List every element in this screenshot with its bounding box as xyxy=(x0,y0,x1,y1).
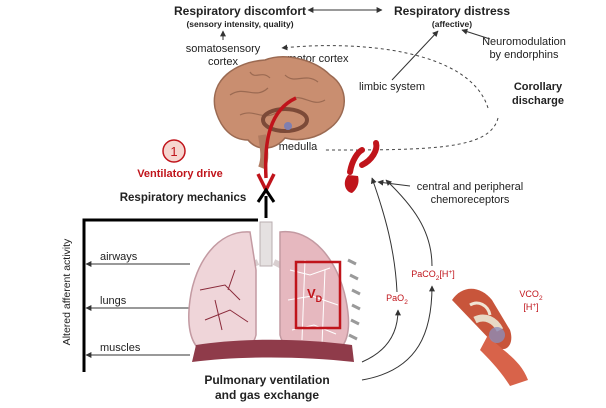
somatosensory-label-2: cortex xyxy=(208,56,238,68)
pao2-arrow xyxy=(361,309,401,363)
discomfort-title: Respiratory discomfort xyxy=(174,4,306,18)
neuromodulation-label-2: by endorphins xyxy=(489,49,559,61)
airways-label: airways xyxy=(100,251,138,263)
gas-exchange-label: and gas exchange xyxy=(215,388,319,402)
neuromod-arrow xyxy=(461,28,491,40)
drive-number-badge xyxy=(162,139,186,163)
pao2-to-chemo-arrow xyxy=(370,177,398,293)
medulla-label: medulla xyxy=(279,141,318,153)
chemoreceptors-label: central and peripheral xyxy=(417,181,523,193)
diaphragm xyxy=(192,339,354,362)
lungs-icon xyxy=(188,221,361,358)
neuromodulation-label: Neuromodulation xyxy=(482,36,566,48)
corollary-dashed-bottom xyxy=(324,117,499,151)
corollary-label-2: discharge xyxy=(512,95,564,107)
heart-aorta-icon xyxy=(344,140,380,193)
muscles-label: muscles xyxy=(100,342,141,354)
paco2-to-chemo-arrow xyxy=(385,179,433,267)
respiratory-mechanics-label: Respiratory mechanics xyxy=(120,192,247,204)
limbic-arrow xyxy=(391,30,439,81)
afferent-bracket xyxy=(82,218,258,372)
dead-space-label: VD xyxy=(307,286,323,304)
drive-number: 1 xyxy=(170,144,177,159)
dead-space-box xyxy=(294,260,342,330)
h-ion-label: [H+] xyxy=(523,302,538,312)
pulmonary-ventilation-label: Pulmonary ventilation xyxy=(204,373,329,387)
knee-muscle-icon xyxy=(452,288,528,386)
brain-icon xyxy=(213,56,345,170)
limbic-system-label: limbic system xyxy=(359,81,425,93)
corollary-label: Corollary xyxy=(514,81,563,93)
pao2-label: PaO2 xyxy=(386,293,408,306)
distress-title: Respiratory distress xyxy=(394,4,510,18)
distress-subtitle: (affective) xyxy=(432,19,472,29)
ventilatory-drive-arrow xyxy=(263,96,297,179)
lungs-label: lungs xyxy=(100,295,127,307)
vco2-label: VCO2 xyxy=(519,289,543,302)
somatosensory-label: somatosensory xyxy=(186,43,261,55)
paco2-arrow xyxy=(361,285,435,381)
ventilatory-drive-label: Ventilatory drive xyxy=(137,168,223,180)
altered-afferent-label: Altered afferent activity xyxy=(61,238,73,345)
chemoreceptors-label-2: chemoreceptors xyxy=(431,194,510,206)
paco2-label: PaCO2[H+] xyxy=(411,269,454,282)
discomfort-subtitle: (sensory intensity, quality) xyxy=(186,19,293,29)
chemo-to-heart-arrow xyxy=(377,179,411,187)
